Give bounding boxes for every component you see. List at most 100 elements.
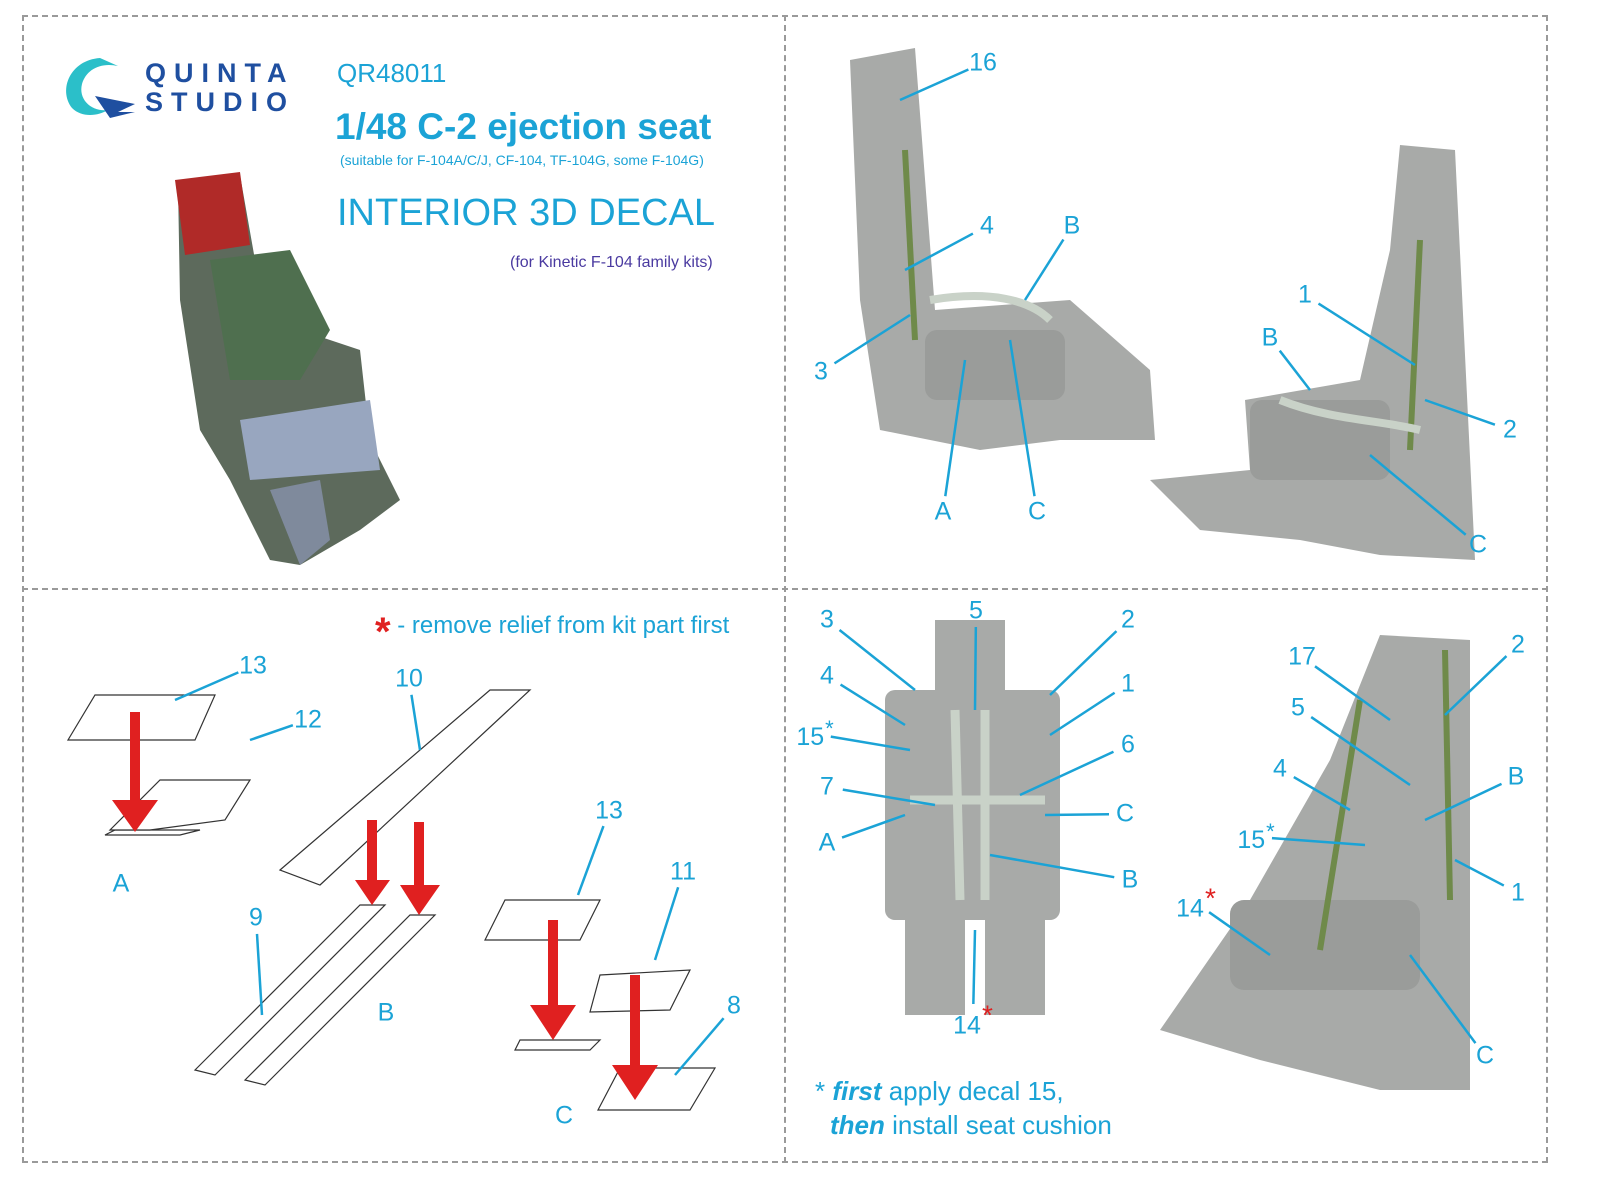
callout-text: 14 [953,1011,981,1040]
suitable-note: (suitable for F-104A/C/J, CF-104, TF-104… [340,152,704,168]
footnote-then: then [830,1110,885,1140]
callout-label: 14* [953,1001,993,1038]
callout-text: 2 [1503,415,1517,444]
callout-label: 10 [395,664,423,693]
callout-text: 2 [1511,630,1525,659]
leader-line [1424,398,1496,426]
callout-label: 2 [1121,605,1135,634]
seat-three-quarter-view [1160,635,1470,1090]
callout-text: C [1027,497,1047,526]
callout-text: 17 [1288,642,1316,671]
strap-decals-top [902,149,1423,451]
leader-line [1408,954,1477,1044]
seat-side-view-right [1150,145,1475,560]
leader-line [839,683,906,727]
callout-label: B [1122,867,1139,893]
callout-text: 5 [1291,693,1305,722]
leader-line [1044,812,1110,817]
seat-side-view-left [850,48,1155,450]
callout-label: A [934,497,952,526]
callout-text: 7 [820,772,834,801]
leader-line [1019,750,1115,797]
quinta-logo-icon [66,58,135,118]
callout-label: C [1027,497,1047,526]
leader-line [833,313,911,365]
leader-line [1369,454,1467,536]
legend-text: - remove relief from kit part first [397,612,730,639]
callout-text: 13 [595,796,623,825]
callout-text: B [1261,323,1279,352]
callout-text: A [112,869,130,898]
leader-line [1454,858,1505,887]
callout-label: 9 [249,905,263,931]
callout-label: 2 [1503,415,1517,444]
callout-label: 15* [1237,818,1275,853]
callout-label: A [819,830,836,856]
callout-text: 2 [1121,605,1135,634]
callout-label: 1 [1298,280,1312,309]
callout-label: 14* [1176,884,1216,921]
callout-label: 16 [969,50,997,76]
callout-label: 3 [820,605,834,634]
callout-label: 6 [1121,732,1135,758]
callout-text: 11 [670,857,696,886]
leader-line [653,886,680,961]
product-code: QR48011 [337,58,447,88]
callout-label: A [112,869,130,898]
callout-label: 13 [239,653,267,679]
footnote-first: first [832,1076,882,1106]
callout-text: 12 [294,705,322,734]
callout-text: 15 [796,723,825,752]
callout-leader-lines [174,68,1508,1076]
callout-label: 1 [1511,878,1525,907]
leader-line [1293,776,1351,812]
callout-label: 4 [980,213,994,239]
footnote-line1: * first apply decal 15, [815,1076,1064,1107]
callout-label: C [1469,532,1487,558]
callout-label: C [555,1103,573,1129]
callout-text: B [1063,211,1081,240]
leader-line [904,232,974,272]
callout-label: 12 [294,705,322,734]
leader-line [1008,339,1036,497]
leader-line [1310,716,1411,787]
callout-label: 7 [820,772,834,801]
leader-line [1444,655,1508,716]
footnote-line2-text: install seat cushion [884,1110,1112,1140]
callout-text: 3 [820,605,834,634]
leader-line [1049,630,1118,696]
leader-line [1271,836,1366,847]
callout-label: 3 [814,359,828,385]
leader-line [255,933,264,1016]
leader-line [1049,691,1116,737]
leader-line [1317,302,1416,367]
callout-text: A [934,497,952,526]
leader-line [1208,911,1271,957]
callout-label: B [1063,211,1081,240]
callout-text: 5 [969,596,983,625]
footnote-star: * [815,1076,826,1106]
callout-text: B [1507,762,1525,791]
leader-line [674,1017,725,1076]
asterisk-icon: * [1266,818,1275,844]
leader-line [838,628,916,691]
brand-line1: QUINTA [145,58,295,88]
leader-line [899,68,969,102]
callout-label: 4 [820,663,834,689]
callout-label: 4 [1273,756,1287,782]
callout-label: B [1507,762,1525,791]
callout-text: 1 [1298,280,1312,309]
leader-line [944,359,967,497]
footnote-line2: then install seat cushion [830,1110,1112,1141]
decal-parts [66,689,717,1111]
leader-line [1424,782,1503,822]
leader-line [1278,349,1311,391]
footnote-line1-text: apply decal 15, [881,1076,1064,1106]
product-type: INTERIOR 3D DECAL [337,192,715,234]
callout-text: 10 [395,664,423,693]
callout-text: 1 [1511,878,1525,907]
leader-line [174,671,239,702]
leader-line [830,735,911,752]
brand-line2: STUDIO [145,87,296,117]
